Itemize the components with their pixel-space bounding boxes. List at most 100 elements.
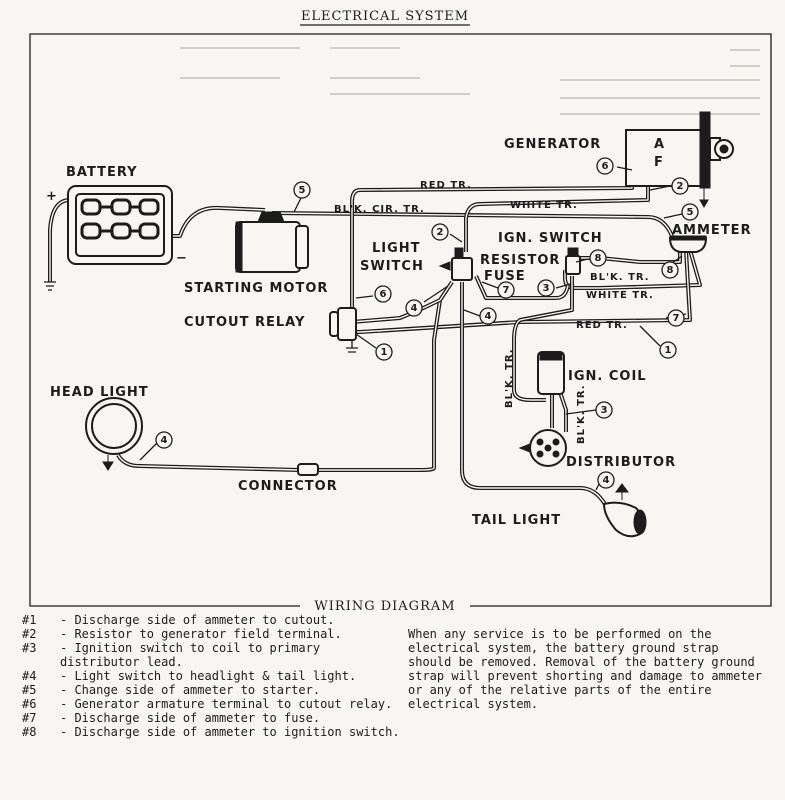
callout-circle [671,177,689,195]
callout-circle [537,279,555,297]
callout-circle [681,203,699,221]
legend-item: #3 - Ignition switch to coil to primary d… [22,641,402,669]
callout-number: 5 [687,207,694,218]
legend-item: #8 - Discharge side of ammeter to ignitio… [22,725,402,739]
legend-text: - Resistor to generator field terminal. [60,627,342,641]
light-switch [438,247,473,281]
callout-number: 3 [543,283,550,294]
service-note: When any service is to be performed on t… [408,627,763,711]
connector [297,463,319,476]
wire-label-red-tr-top: RED TR. [420,180,472,191]
distributor [518,429,567,467]
legend-text: - Change side of ammeter to starter. [60,683,321,697]
legend-key: #4 [22,669,37,683]
starting-motor-label: STARTING MOTOR [184,281,328,296]
legend-key: #1 [22,613,37,627]
generator-terminal-a: A [654,137,665,152]
wire-label-white-tr-mid: WHITE TR. [586,290,654,301]
callout-number: 5 [299,185,306,196]
legend-item: #5 - Change side of ammeter to starter. [22,683,402,697]
legend-text: - Discharge side of ammeter to ignition … [60,725,400,739]
diagram-frame [29,33,772,607]
wire-label-blk-tr-vert: BL'K. TR. [504,348,515,408]
wire-label-white-tr-top: WHITE TR. [510,200,578,211]
tail-light [602,483,647,538]
light-switch-label-1: LIGHT [372,241,421,256]
legend-item: #2 - Resistor to generator field terminal… [22,627,402,641]
legend-text: - Generator armature terminal to cutout … [60,697,393,711]
callout-circle [597,471,615,489]
callout-circle [431,223,449,241]
callout-number: 3 [601,405,608,416]
legend-text: - Discharge side of ammeter to fuse. [60,711,321,725]
legend-key: #6 [22,697,37,711]
callout-number: 7 [673,313,680,324]
battery: + − [46,185,188,266]
cutout-relay [329,307,358,353]
wire-label-blk-tr-right: BL'K. TR. [590,272,650,283]
callout-circle [595,401,613,419]
legend-text: - Ignition switch to coil to primary dis… [60,641,321,669]
battery-ground-symbol [44,281,56,291]
callout-number: 2 [677,181,684,192]
ammeter [668,235,708,253]
ign-coil-label: IGN. COIL [568,369,647,384]
callout-circle [667,309,685,327]
callout-circle [293,181,311,199]
page-title: ELECTRICAL SYSTEM [301,9,469,24]
resistor-label: RESISTOR [480,253,560,268]
callout-number: 8 [595,253,602,264]
callout-circle [375,343,393,361]
legend-key: #8 [22,725,37,739]
callout-circle [155,431,173,449]
legend-key: #7 [22,711,37,725]
callout-circle [661,261,679,279]
legend-key: #2 [22,627,37,641]
legend-key: #3 [22,641,37,655]
callout-number: 4 [161,435,168,446]
callout-circle [659,341,677,359]
wire-label-blk-tr-coil: BL'K. TR. [576,384,587,444]
head-light-label: HEAD LIGHT [50,385,149,400]
tail-light-label: TAIL LIGHT [472,513,561,528]
legend-text: - Discharge side of ammeter to cutout. [60,613,335,627]
light-switch-label-2: SWITCH [360,259,424,274]
head-light [85,397,143,471]
ign-switch-label: IGN. SWITCH [498,231,603,246]
legend-text: - Light switch to headlight & tail light… [60,669,357,683]
battery-label: BATTERY [66,165,138,180]
legend-item: #1 - Discharge side of ammeter to cutout. [22,613,402,627]
callout-number: 1 [665,345,672,356]
ignition-coil [537,351,565,395]
legend-item: #7 - Discharge side of ammeter to fuse. [22,711,402,725]
wire-label-red-tr-mid: RED TR. [576,320,628,331]
legend-key: #5 [22,683,37,697]
ignition-switch [565,247,581,275]
diagram-subtitle: WIRING DIAGRAM [314,599,455,614]
wire-label-blk-cir-tr: BL'K. CIR. TR. [334,204,425,215]
connector-label: CONNECTOR [238,479,338,494]
fuse-label: FUSE [484,269,526,284]
callout-number: 6 [602,161,609,172]
wires [48,163,702,508]
callout-number: 4 [411,303,418,314]
generator-label: GENERATOR [504,137,601,152]
callout-number: 4 [485,311,492,322]
callout-circle [374,285,392,303]
ammeter-label: AMMETER [672,223,752,238]
callout-circle [405,299,423,317]
legend-item: #6 - Generator armature terminal to cutou… [22,697,402,711]
battery-plus-label: + [46,189,58,204]
legend-item: #4 - Light switch to headlight & tail lig… [22,669,402,683]
distributor-label: DISTRIBUTOR [566,455,676,470]
generator [625,111,734,209]
cutout-relay-label: CUTOUT RELAY [184,315,305,330]
callout-circle [596,157,614,175]
callout-number: 1 [381,347,388,358]
callout-number: 8 [667,265,674,276]
generator-terminal-f: F [654,155,664,170]
callout-number: 6 [380,289,387,300]
battery-minus-label: − [176,251,188,266]
